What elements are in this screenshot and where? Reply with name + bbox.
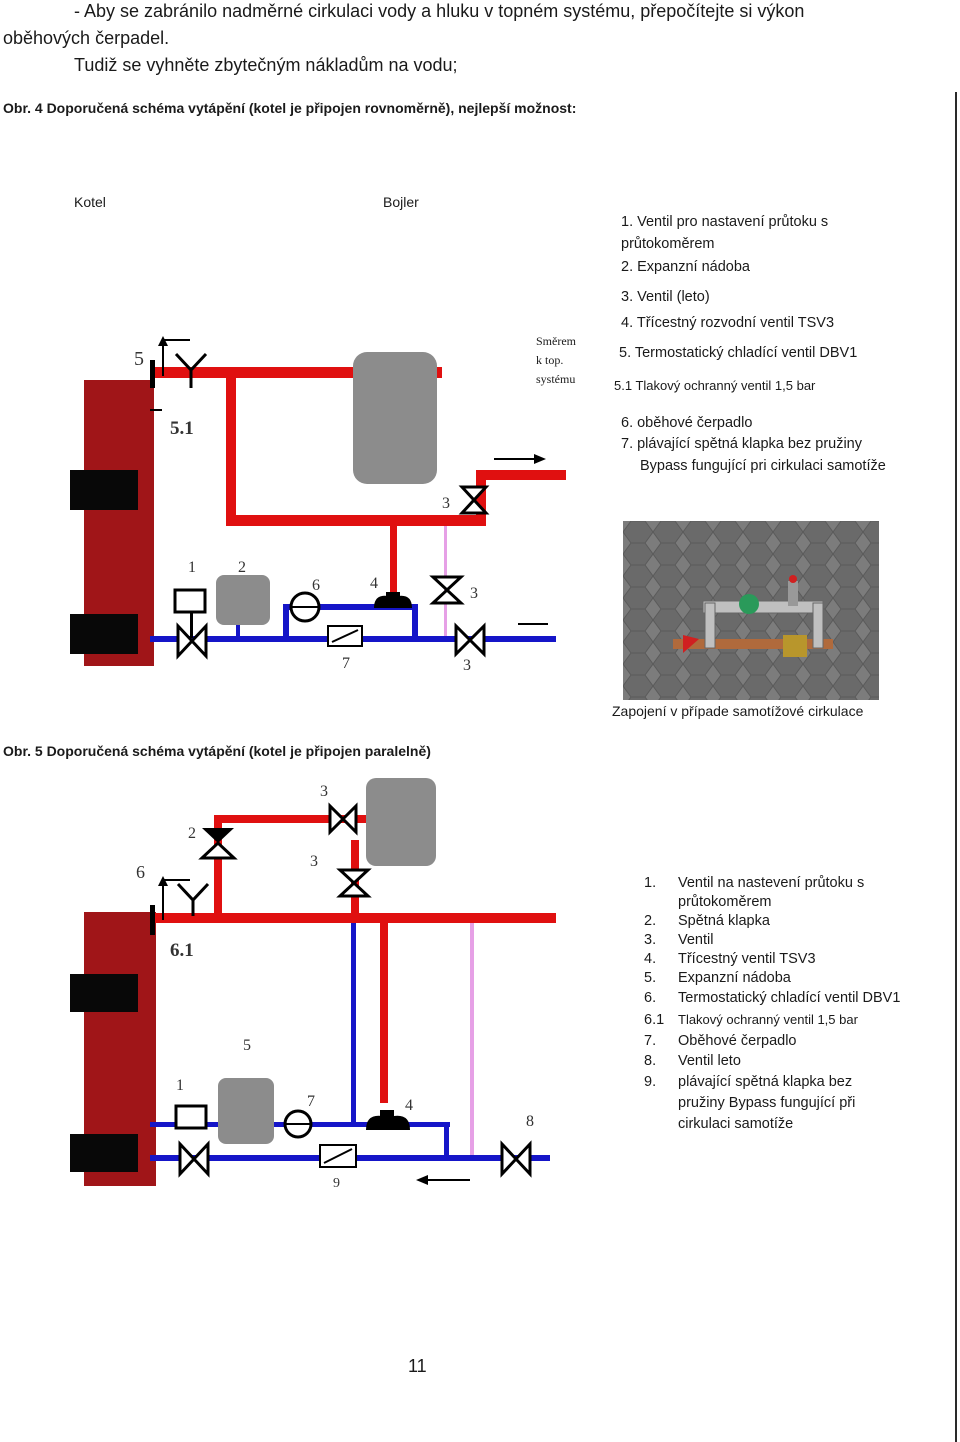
fig4-legend-5: 5. Termostatický chladící ventil DBV1	[619, 345, 858, 361]
fig4-label-bojler: Bojler	[383, 194, 419, 210]
svg-text:4: 4	[370, 575, 378, 592]
svg-text:9: 9	[333, 1176, 340, 1191]
svg-text:7: 7	[307, 1093, 315, 1110]
fig4-legend-5-1: 5.1 Tlakový ochranný ventil 1,5 bar	[614, 378, 816, 393]
svg-text:4: 4	[405, 1097, 413, 1114]
intro-line-1: - Aby se zabránilo nadměrné cirkulaci vo…	[74, 1, 805, 21]
fig4-boiler-door-bottom	[70, 614, 138, 654]
svg-text:3: 3	[320, 783, 328, 800]
fig4-caption: Obr. 4 Doporučená schéma vytápění (kotel…	[3, 100, 577, 116]
intro-line-3: Tudiž se vyhněte zbytečným nákladům na v…	[74, 55, 458, 75]
svg-text:3: 3	[470, 585, 478, 602]
fig4-legend-6: 6. oběhové čerpadlo	[621, 415, 753, 431]
svg-text:2: 2	[188, 825, 196, 842]
fig4-legend-2: 2. Expanzní nádoba	[621, 259, 750, 275]
svg-text:6.1: 6.1	[170, 940, 194, 961]
fig4-legend-7a: 7. plávající spětná klapka bez pružiny	[621, 436, 862, 452]
svg-text:5: 5	[243, 1037, 251, 1054]
fig4-legend-7b: Bypass fungující pri cirkulaci samotíže	[640, 458, 886, 474]
fig4-boiler-door-top	[70, 470, 138, 510]
svg-text:6: 6	[136, 862, 145, 882]
svg-text:8: 8	[526, 1113, 534, 1130]
svg-text:5.1: 5.1	[170, 418, 194, 439]
photo-caption: Zapojení v případe samotížové cirkulace	[612, 703, 864, 719]
svg-text:7: 7	[342, 655, 350, 672]
fig4-boiler-tank	[353, 352, 437, 484]
fig5-caption: Obr. 5 Doporučená schéma vytápění (kotel…	[3, 743, 431, 759]
svg-text:3: 3	[310, 853, 318, 870]
bypass-photo	[623, 521, 879, 700]
page-number: 11	[408, 1356, 427, 1376]
svg-text:3: 3	[463, 657, 471, 674]
svg-text:5: 5	[134, 348, 144, 370]
intro-line-2: oběhových čerpadel.	[3, 28, 170, 48]
svg-text:1: 1	[176, 1077, 184, 1094]
fig4-label-kotel: Kotel	[74, 194, 106, 210]
svg-text:1: 1	[188, 559, 196, 576]
page-border-line	[955, 92, 957, 1442]
fig4-legend-4: 4. Třícestný rozvodní ventil TSV3	[621, 315, 835, 331]
svg-text:3: 3	[442, 495, 450, 512]
fig4-legend-3: 3. Ventil (leto)	[621, 289, 710, 305]
svg-text:2: 2	[238, 559, 246, 576]
fig4-direction-label: Směrem k top. systému	[536, 334, 576, 386]
fig4-legend-1a: 1. Ventil pro nastavení průtoku s	[621, 214, 829, 230]
svg-text:6: 6	[312, 577, 320, 594]
fig4-legend-1b: průtokoměrem	[621, 236, 715, 252]
